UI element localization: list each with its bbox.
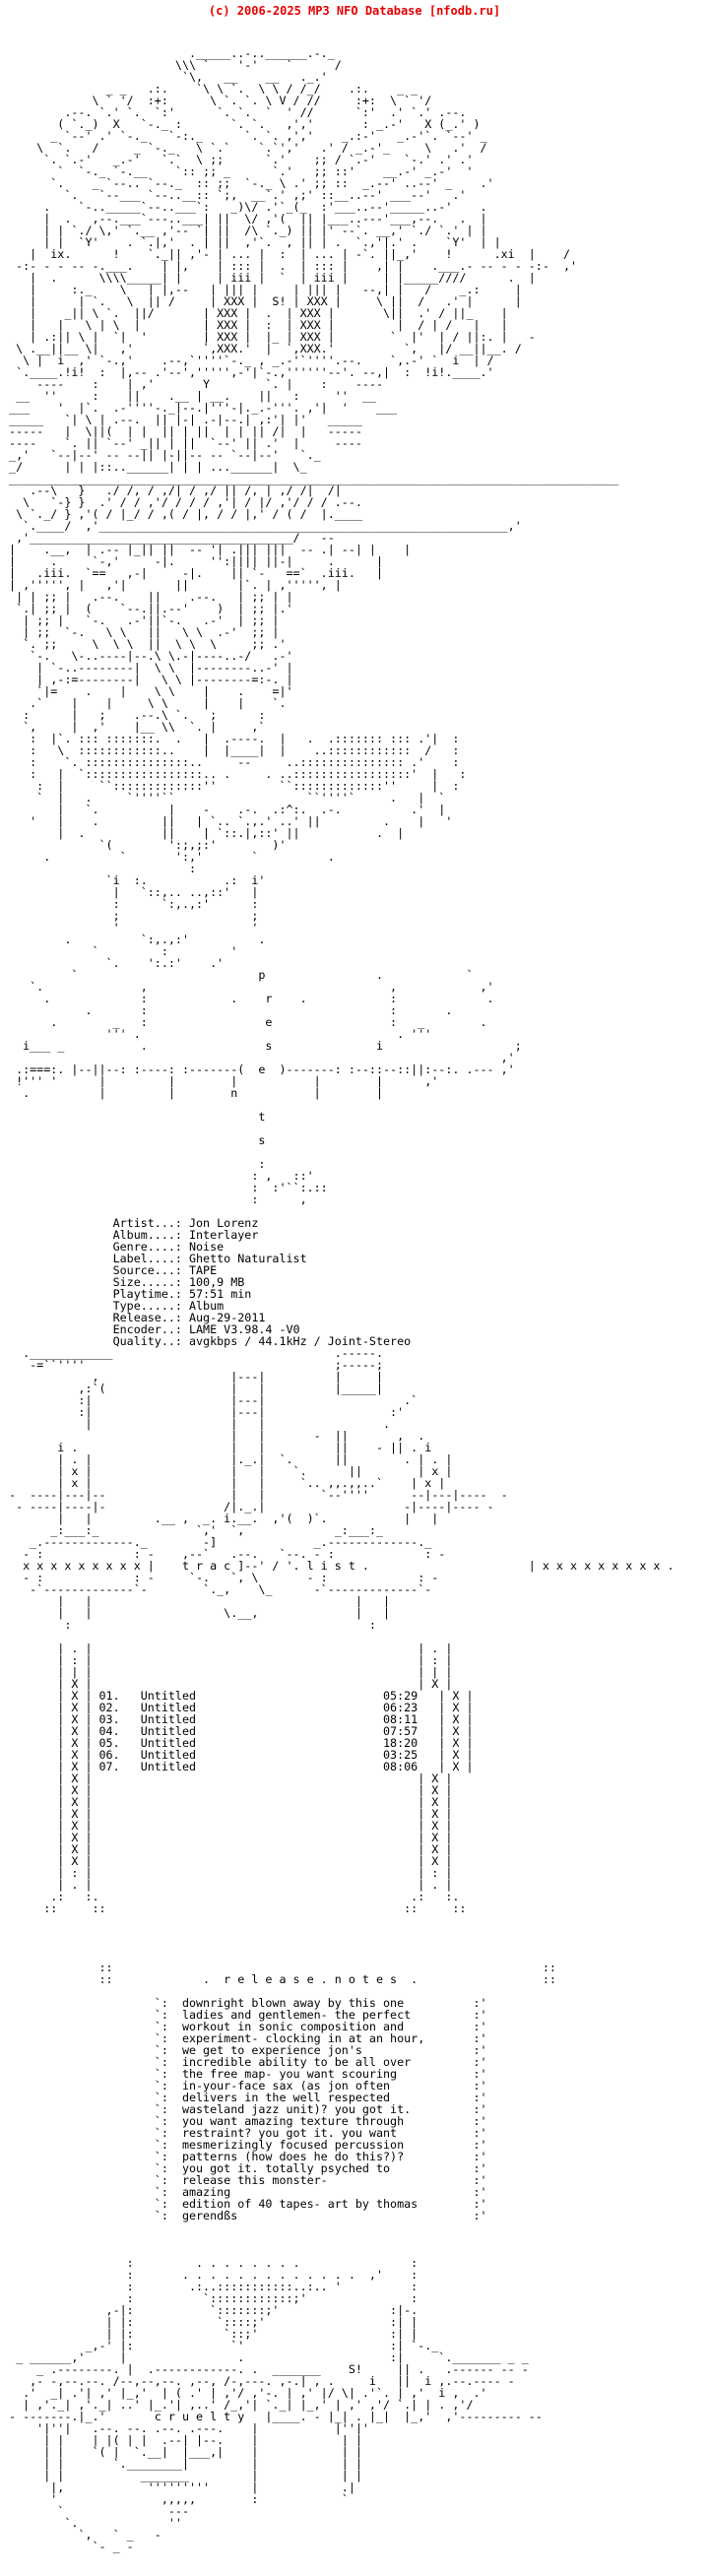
nfodb-header-link[interactable]: (c) 2006-2025 MP3 NFO Database [nfodb.ru… — [208, 4, 501, 18]
nfo-ascii-art: ._____..-..______.-._ \\\ ` '-' ` / `\, … — [9, 46, 675, 2553]
